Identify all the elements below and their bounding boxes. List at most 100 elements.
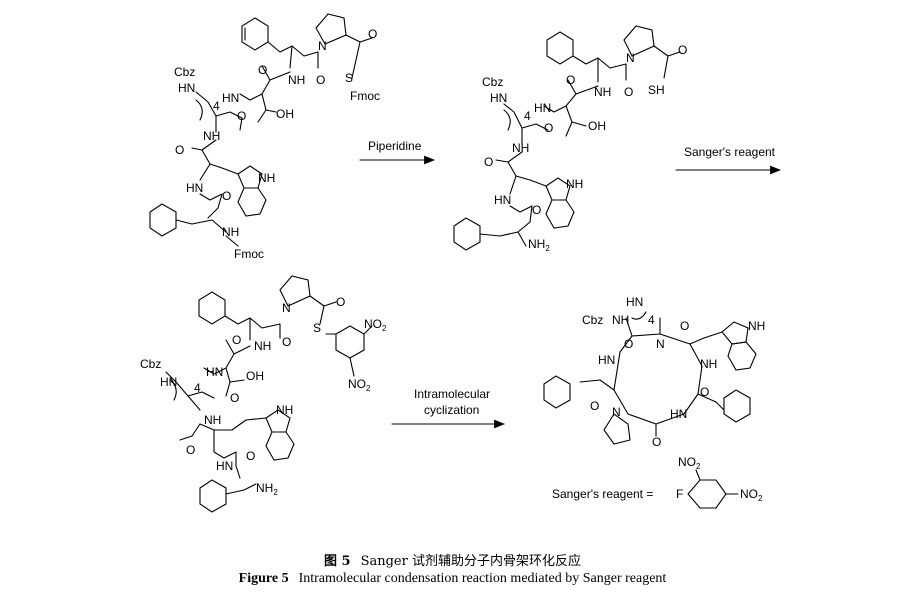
label-nh: NH xyxy=(700,357,717,371)
label-hn: HN xyxy=(178,81,195,95)
label-nh: NH xyxy=(748,319,765,333)
label-n: N xyxy=(282,301,291,315)
label-ring-size: 4 xyxy=(648,313,655,327)
fluoro-dinitrophenyl-ring xyxy=(687,479,727,509)
label-o: O xyxy=(624,337,633,351)
label-o: O xyxy=(230,391,239,405)
label-cbz: Cbz xyxy=(482,75,503,89)
label-o: O xyxy=(590,399,599,413)
figure-label-english: Figure 5 xyxy=(238,571,289,586)
label-hn: HN xyxy=(494,193,511,207)
label-fmoc: Fmoc xyxy=(350,89,380,103)
label-hn: HN xyxy=(160,375,177,389)
label-nh: NH xyxy=(204,413,221,427)
label-o: O xyxy=(652,435,661,449)
label-nh: NH xyxy=(203,129,220,143)
label-o: O xyxy=(186,443,195,457)
label-o: O xyxy=(258,63,267,77)
label-o: O xyxy=(175,143,184,157)
label-cbz: Cbz xyxy=(582,313,603,327)
label-o: O xyxy=(316,73,325,87)
figure-caption-chinese: 图 5 Sanger 试剂辅助分子内骨架环化反应 xyxy=(0,550,905,569)
indole-ring xyxy=(545,177,571,201)
label-no2: NO2 xyxy=(364,317,387,333)
label-o: O xyxy=(678,43,687,57)
label-o: O xyxy=(222,189,231,203)
label-nh2: NH2 xyxy=(528,237,550,253)
label-nh: NH xyxy=(512,141,529,155)
label-o: O xyxy=(232,333,241,347)
label-n: N xyxy=(318,39,327,53)
label-oh: OH xyxy=(588,119,606,133)
label-nh: NH xyxy=(566,177,583,191)
figure-label-chinese: 图 5 xyxy=(324,554,351,569)
arrow-3-label-line-1: Intramolecular xyxy=(414,387,490,401)
proline-ring xyxy=(623,25,655,57)
label-nh: NH xyxy=(222,225,239,239)
phenyl-ring xyxy=(723,389,751,423)
label-nh: NH xyxy=(254,339,271,353)
label-n: N xyxy=(656,337,665,351)
phenyl-ring xyxy=(199,479,227,513)
label-o: O xyxy=(700,385,709,399)
sanger-reagent-legend: Sanger's reagent = F NO2 NO2 xyxy=(552,455,763,509)
label-hn: HN xyxy=(206,365,223,379)
label-f: F xyxy=(676,487,683,501)
label-cbz: Cbz xyxy=(174,65,195,79)
sanger-reagent-label: Sanger's reagent = xyxy=(552,487,653,501)
label-hn: HN xyxy=(216,459,233,473)
label-o: O xyxy=(336,295,345,309)
label-hn: HN xyxy=(626,295,643,309)
proline-ring xyxy=(279,275,311,307)
phenyl-ring xyxy=(546,31,574,65)
molecule-3-activated-thioester: Cbz HN 4 HN O NH O O NH O N O S OH NO2 N… xyxy=(140,275,387,513)
label-hn: HN xyxy=(598,353,615,367)
label-hn: HN xyxy=(490,91,507,105)
arrow-3-label-line-2: cyclization xyxy=(424,403,479,417)
label-o: O xyxy=(237,109,246,123)
reaction-scheme: Cbz HN 4 HN O NH O O NH O N O S Fmoc OH … xyxy=(140,13,782,513)
label-o: O xyxy=(544,121,553,135)
label-no2: NO2 xyxy=(740,487,763,503)
phenyl-ring xyxy=(198,291,226,325)
label-oh: OH xyxy=(276,107,294,121)
phenyl-ring xyxy=(149,203,177,237)
phenyl-ring xyxy=(543,375,571,409)
arrow-2-label: Sanger's reagent xyxy=(684,145,776,159)
label-o: O xyxy=(484,155,493,169)
label-nh: NH xyxy=(276,403,293,417)
label-o: O xyxy=(532,203,541,217)
reaction-arrow-1: Piperidine xyxy=(359,139,436,165)
label-cbz: Cbz xyxy=(140,357,161,371)
label-hn: HN xyxy=(670,407,687,421)
label-nh: NH xyxy=(288,73,305,87)
label-nh2: NH2 xyxy=(256,481,278,497)
arrow-1-label: Piperidine xyxy=(368,139,422,153)
proline-ring xyxy=(603,413,631,445)
label-hn: HN xyxy=(222,91,239,105)
label-n: N xyxy=(612,405,621,419)
label-o: O xyxy=(566,73,575,87)
label-hn: HN xyxy=(534,101,551,115)
label-no2: NO2 xyxy=(678,455,701,471)
label-o: O xyxy=(368,27,377,41)
label-fmoc: Fmoc xyxy=(234,247,264,261)
phenyl-ring xyxy=(453,217,481,251)
indole-ring xyxy=(237,165,263,189)
reaction-arrow-3: Intramolecular cyclization xyxy=(391,387,506,429)
reaction-arrow-2: Sanger's reagent xyxy=(675,145,782,175)
label-nh: NH xyxy=(594,85,611,99)
dinitrophenyl-ring xyxy=(335,325,365,359)
label-hn: HN xyxy=(186,181,203,195)
label-n: N xyxy=(626,51,635,65)
label-o: O xyxy=(680,319,689,333)
label-s: S xyxy=(345,71,353,85)
figure-caption-text-chinese: Sanger 试剂辅助分子内骨架环化反应 xyxy=(360,554,581,569)
label-sh: SH xyxy=(648,83,665,97)
molecule-1-fmoc-protected-peptide: Cbz HN 4 HN O NH O O NH O N O S Fmoc OH … xyxy=(149,13,380,261)
phenyl-ring xyxy=(241,17,269,51)
label-ring-size: 4 xyxy=(524,109,531,123)
label-o: O xyxy=(246,449,255,463)
molecule-4-cyclic-peptide: Cbz NH HN 4 O N O NH HN NH O N O HN O xyxy=(543,295,765,449)
